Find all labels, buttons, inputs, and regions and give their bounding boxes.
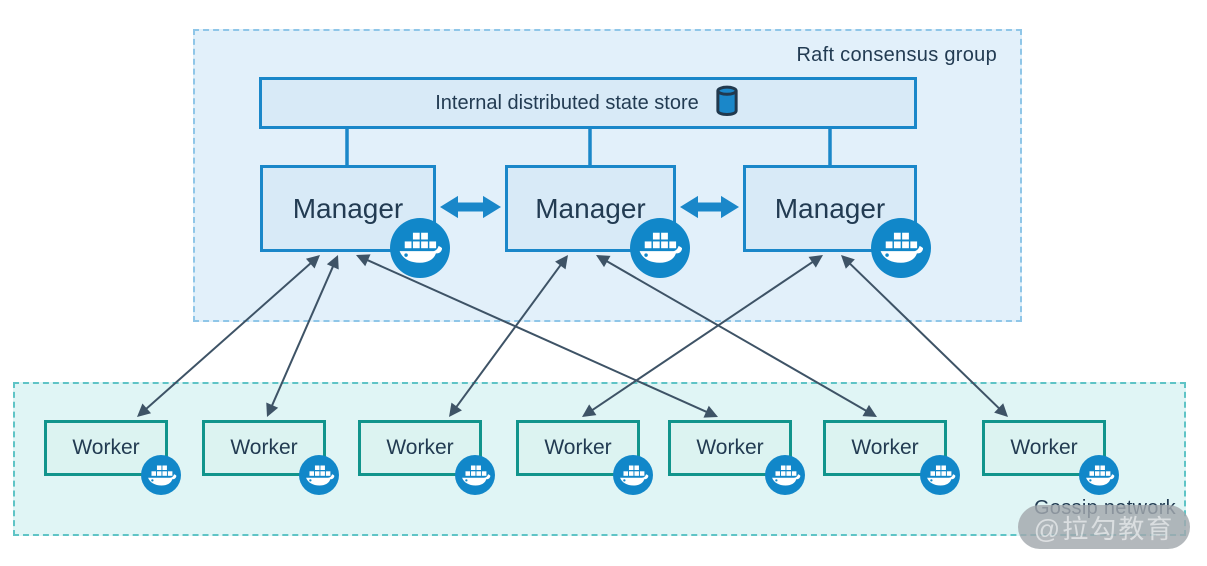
worker-label: Worker xyxy=(544,436,612,459)
manager-node: Manager xyxy=(743,165,931,278)
manager-label: Manager xyxy=(535,192,646,224)
worker-label: Worker xyxy=(1010,436,1078,459)
docker-whale-icon xyxy=(920,455,960,495)
worker-node: Worker xyxy=(823,420,960,495)
manager-label: Manager xyxy=(774,192,886,224)
docker-whale-icon xyxy=(390,218,450,278)
worker-node: Worker xyxy=(202,420,339,495)
watermark-badge: @拉勾教育 xyxy=(1018,505,1190,549)
manager-node: Manager xyxy=(260,165,450,278)
docker-whale-icon xyxy=(141,455,181,495)
docker-whale-icon xyxy=(630,218,690,278)
worker-node: Worker xyxy=(44,420,181,495)
docker-whale-icon xyxy=(871,218,931,278)
docker-whale-icon xyxy=(765,455,805,495)
worker-node: Worker xyxy=(982,420,1119,495)
worker-node: Worker xyxy=(358,420,495,495)
worker-label: Worker xyxy=(696,436,764,459)
raft-group-label: Raft consensus group xyxy=(796,44,997,66)
docker-whale-icon xyxy=(613,455,653,495)
docker-whale-icon xyxy=(1079,455,1119,495)
docker-whale-icon xyxy=(299,455,339,495)
worker-label: Worker xyxy=(851,436,919,459)
database-icon xyxy=(713,85,741,122)
worker-node: Worker xyxy=(516,420,653,495)
worker-label: Worker xyxy=(72,436,140,459)
state-store-label: Internal distributed state store xyxy=(435,91,699,114)
worker-label: Worker xyxy=(386,436,454,459)
manager-label: Manager xyxy=(292,192,404,224)
manager-node: Manager xyxy=(505,165,690,278)
state-store-box: Internal distributed state store xyxy=(259,77,917,129)
docker-whale-icon xyxy=(455,455,495,495)
worker-label: Worker xyxy=(230,436,298,459)
worker-node: Worker xyxy=(668,420,805,495)
